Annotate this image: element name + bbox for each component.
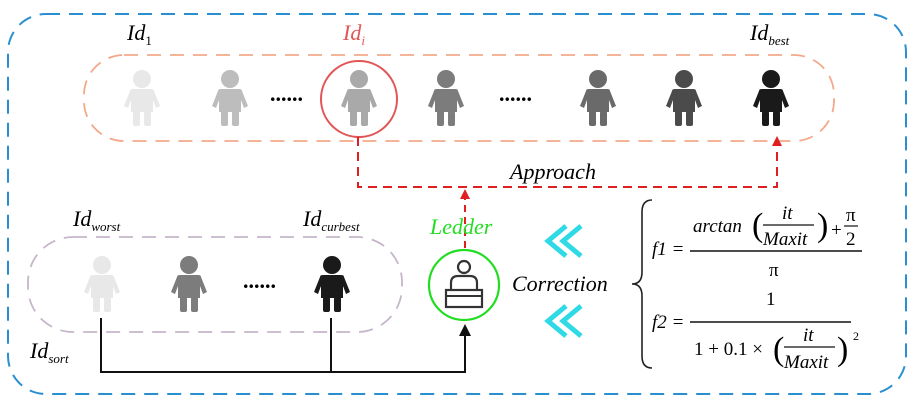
svg-text:(: (: [773, 331, 784, 368]
outer-frame: [7, 13, 907, 395]
top-ellipsis-2: ......: [499, 81, 532, 106]
svg-text:π: π: [769, 260, 779, 281]
person-icon-bottom-2: [171, 256, 207, 312]
label-id-worst: Idworst: [72, 206, 121, 234]
person-icon-top-2: [212, 70, 248, 126]
chevron-left-icon-top: [544, 224, 583, 258]
svg-text:π: π: [846, 205, 856, 226]
person-icon-top-1: [124, 70, 160, 126]
bottom-ellipsis: ......: [243, 268, 276, 293]
label-id-i: Idi: [342, 20, 365, 48]
label-id-curbest: Idcurbest: [302, 206, 360, 234]
person-icon-bottom-3: [314, 256, 350, 312]
sorted-population-group: [27, 236, 403, 333]
svg-text:): ): [837, 331, 848, 368]
formula-brace: [631, 199, 653, 369]
top-population-group: [83, 54, 835, 142]
person-icon-top-3: [341, 70, 377, 126]
svg-text:f1 =: f1 =: [652, 239, 684, 260]
top-figures: [124, 70, 789, 126]
approach-label: Approach: [508, 159, 596, 184]
person-icon-top-4: [428, 70, 464, 126]
svg-text:(: (: [752, 207, 763, 244]
person-icon-top-7: [753, 70, 789, 126]
formula-f1: f1 = arctan ( it Maxit ) + π 2 π: [652, 203, 862, 281]
ledder-label: Ledder: [429, 214, 493, 239]
svg-text:Maxit: Maxit: [783, 352, 829, 373]
ledder-icon: [427, 248, 501, 322]
svg-text:it: it: [782, 203, 793, 224]
svg-text:it: it: [803, 325, 814, 346]
bottom-figures: [84, 256, 350, 312]
approach-arrow-path: [357, 136, 782, 188]
svg-text:+: +: [831, 220, 842, 241]
svg-text:Maxit: Maxit: [762, 229, 808, 250]
svg-text:arctan: arctan: [693, 216, 742, 237]
svg-text:2: 2: [846, 229, 856, 250]
sort-connector: [100, 318, 471, 373]
label-id-1: Id1: [126, 20, 152, 48]
formula-f2: f2 = 1 1 + 0.1 × ( it Maxit ) 2: [652, 289, 859, 373]
svg-text:): ): [817, 207, 828, 244]
person-icon-top-5: [580, 70, 616, 126]
svg-text:2: 2: [853, 329, 859, 343]
chevron-left-icon-bottom: [544, 304, 583, 338]
svg-text:f2 =: f2 =: [652, 312, 684, 333]
correction-label: Correction: [512, 271, 608, 296]
label-id-best: Idbest: [749, 20, 790, 48]
person-icon-top-6: [666, 70, 702, 126]
svg-text:1 + 0.1 ×: 1 + 0.1 ×: [694, 339, 763, 360]
label-id-sort: Idsort: [29, 338, 69, 366]
person-icon-bottom-1: [84, 256, 120, 312]
svg-text:1: 1: [766, 289, 776, 310]
top-ellipsis-1: ......: [270, 81, 303, 106]
